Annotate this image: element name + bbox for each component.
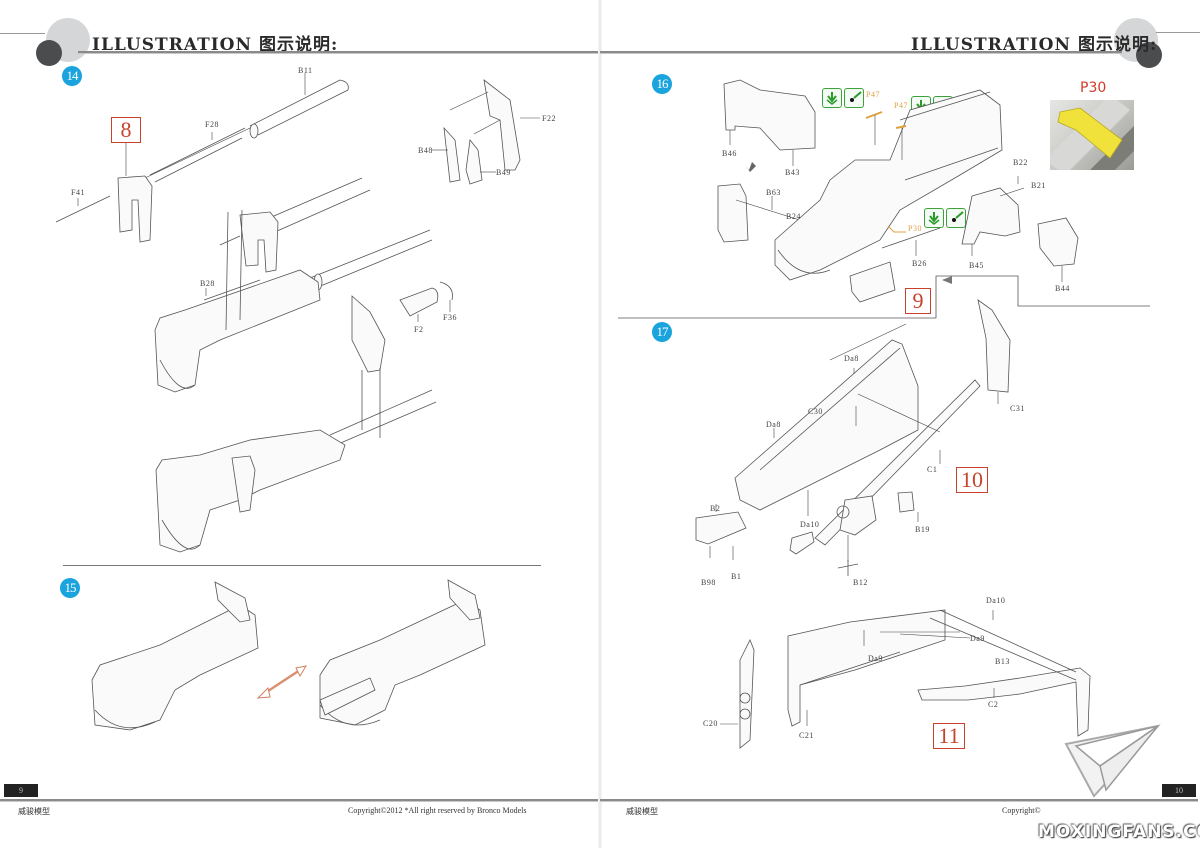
reference-step-box: 8: [111, 117, 141, 143]
paint-brush-icon: [844, 88, 864, 108]
right-page: ILLUSTRATION 图示说明: 16: [600, 0, 1200, 848]
header-rule-top: [0, 33, 45, 34]
glue-down-icon: [924, 208, 944, 228]
part-label: C20: [703, 719, 718, 728]
gun-assembly: [774, 89, 1003, 281]
step-17-diagram: [695, 299, 1011, 576]
part-label: Da8: [766, 420, 781, 429]
copyright-text: Copyright©2012 *All right reserved by Br…: [348, 806, 527, 815]
site-watermark: MOXINGFANS.COM: [1038, 822, 1200, 842]
step-divider: [63, 565, 541, 566]
part-label: C31: [1010, 404, 1025, 413]
step-14-diagram: [55, 73, 540, 553]
part-label: F41: [71, 188, 85, 197]
part-label: B24: [786, 212, 801, 221]
part-label: B26: [912, 259, 927, 268]
clamp-part: [117, 175, 153, 243]
header-circle-dark: [1136, 42, 1162, 68]
part-label: Da8: [844, 354, 859, 363]
part-label: B49: [496, 168, 511, 177]
part-label: Da9: [970, 634, 985, 643]
photo-etch-label: P47: [866, 90, 880, 99]
reference-step-box: 11: [933, 723, 965, 749]
step-number-badge: 14: [62, 66, 82, 86]
header-circle-dark: [36, 40, 62, 66]
part-label: C2: [988, 700, 999, 709]
part-label: Da10: [986, 596, 1006, 605]
photo-etch-p47: [865, 111, 883, 119]
part-label: Da10: [800, 520, 820, 529]
footer-rule: [0, 799, 600, 802]
footer-rule: [600, 799, 1198, 802]
step-number-badge: 17: [652, 322, 672, 342]
part-label: F28: [205, 120, 219, 129]
page-gutter: [598, 0, 602, 848]
page-title: ILLUSTRATION 图示说明:: [92, 35, 339, 55]
part-label: F22: [542, 114, 556, 123]
part-label: B48: [418, 146, 433, 155]
header-rule: [78, 51, 600, 54]
barrel-part-b11: [249, 79, 349, 139]
part-label: B45: [969, 261, 984, 270]
part-label: B22: [1013, 158, 1028, 167]
fish-arrow-icon: [942, 276, 952, 284]
part-label: B12: [853, 578, 868, 587]
part-label: B98: [701, 578, 716, 587]
step-17-lower-diagram: [720, 609, 1091, 749]
photo-etch-p47: [895, 125, 907, 129]
part-label: B28: [200, 279, 215, 288]
part-label: B21: [1031, 181, 1046, 190]
header-rule: [600, 51, 1122, 54]
footer-brand: 威骏模型: [626, 807, 658, 816]
double-arrow-icon: [256, 665, 308, 699]
glue-down-icon: [822, 88, 842, 108]
part-label: C21: [799, 731, 814, 740]
step-15-diagram: [91, 579, 486, 731]
part-label: B63: [766, 188, 781, 197]
part-label: Da9: [868, 654, 883, 663]
part-label: B11: [298, 66, 313, 75]
inset-title: P30: [1080, 80, 1107, 96]
step-number-badge: 15: [60, 578, 80, 598]
part-label: B44: [1055, 284, 1070, 293]
header-rule-top: [1156, 32, 1200, 33]
part-label: B43: [785, 168, 800, 177]
left-page: ILLUSTRATION 图示说明: 14 8: [0, 18, 600, 816]
page-number: 9: [4, 784, 38, 797]
p30-detail-inset: [1050, 100, 1134, 170]
p30-part-highlight: [1057, 107, 1123, 159]
part-label: C1: [927, 465, 938, 474]
part-label: F36: [443, 313, 457, 322]
gun-receiver: [154, 269, 321, 393]
step-number-badge: 16: [652, 74, 672, 94]
part-label: B1: [731, 572, 742, 581]
photo-etch-label: P47: [894, 101, 908, 110]
copyright-text: Copyright©: [1002, 806, 1041, 815]
paper-plane-logo-icon: [1064, 724, 1161, 798]
footer-brand: 威骏模型: [18, 807, 50, 816]
page-number: 10: [1162, 784, 1196, 797]
part-label: C30: [808, 407, 823, 416]
reference-step-box: 9: [905, 288, 931, 314]
part-label: B2: [710, 504, 721, 513]
part-label: B13: [995, 657, 1010, 666]
paint-brush-icon: [946, 208, 966, 228]
reference-step-box: 10: [956, 467, 988, 493]
part-label: B19: [915, 525, 930, 534]
direction-arrow-icon: [746, 162, 756, 172]
part-label: B46: [722, 149, 737, 158]
page-title: ILLUSTRATION 图示说明:: [911, 35, 1158, 55]
part-label: F2: [414, 325, 424, 334]
step-16-diagram: [618, 79, 1150, 319]
photo-etch-label: P30: [908, 224, 922, 233]
